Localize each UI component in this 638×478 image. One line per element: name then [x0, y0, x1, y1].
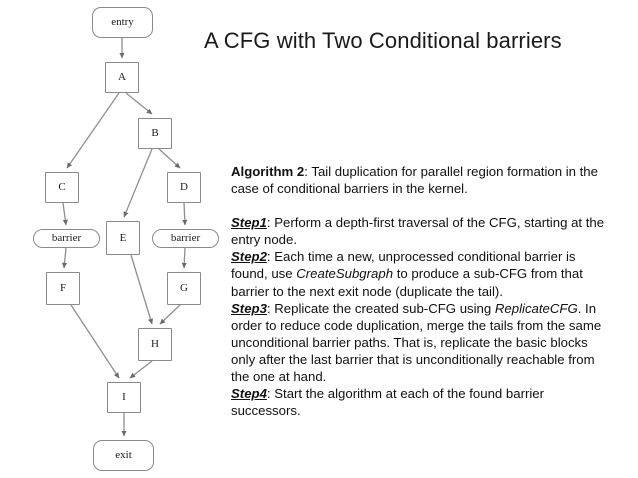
algorithm-step-3: Step3: Replicate the created sub-CFG usi… [231, 300, 609, 385]
edge-C-barrier1 [62, 202, 68, 226]
cfg-node-exit[interactable]: exit [93, 440, 154, 471]
cfg-node-H[interactable]: H [138, 328, 172, 361]
step-2-text-before: Each time a new, unprocessed conditional… [231, 249, 576, 282]
cfg-node-C[interactable]: C [45, 172, 79, 203]
cfg-node-I-label: I [122, 391, 126, 403]
cfg-diagram: entry A B C D barrier E barrier F G H [0, 0, 230, 478]
edge-E-H [130, 254, 153, 325]
cfg-node-entry[interactable]: entry [92, 7, 153, 38]
step-3-label: Step3 [231, 300, 267, 316]
algorithm-heading-rest: : Tail duplication for parallel region f… [231, 164, 598, 197]
edge-F-I [70, 304, 120, 379]
algorithm-step-2: Step2: Each time a new, unprocessed cond… [231, 248, 609, 299]
edge-B-D [158, 148, 181, 169]
step-2-label: Step2 [231, 249, 267, 265]
cfg-node-A-label: A [118, 71, 126, 83]
step-1-text-before: Perform a depth-first traversal of the C… [231, 215, 605, 248]
edge-G-H [159, 304, 181, 325]
cfg-node-D-label: D [180, 181, 188, 193]
edge-A-C [66, 92, 120, 169]
step-2-italic-term: CreateSubgraph [296, 266, 394, 282]
step-4-label: Step4 [231, 386, 267, 402]
cfg-node-E[interactable]: E [106, 221, 140, 255]
edge-A-B [125, 92, 153, 115]
cfg-node-F-label: F [59, 282, 67, 294]
step-2-sep: : [266, 249, 275, 265]
step-4-sep: : [266, 386, 275, 402]
cfg-node-barrier-left-label: barrier [51, 232, 82, 244]
cfg-edges-layer [61, 38, 188, 437]
cfg-node-F[interactable]: F [46, 272, 80, 305]
algorithm-step-4: Step4: Start the algorithm at each of th… [231, 385, 609, 419]
page-title: A CFG with Two Conditional barriers [204, 28, 562, 53]
cfg-node-B-label: B [151, 127, 159, 139]
algorithm-heading-bold: Algorithm 2 [231, 164, 305, 179]
cfg-node-barrier-right-label: barrier [170, 232, 201, 244]
algorithm-description: Algorithm 2: Tail duplication for parall… [231, 163, 609, 419]
cfg-node-I[interactable]: I [107, 382, 141, 413]
cfg-node-G[interactable]: G [167, 272, 201, 305]
step-2-text-after: to produce a sub-CFG from that barrier t… [231, 266, 583, 299]
paragraph-spacer [231, 197, 609, 214]
step-3-sep: : [266, 300, 275, 316]
cfg-node-exit-label: exit [115, 449, 132, 461]
step-1-sep: : [266, 215, 275, 231]
cfg-node-barrier-right[interactable]: barrier [152, 229, 219, 248]
step-3-italic-term: ReplicateCFG [494, 300, 578, 316]
cfg-node-B[interactable]: B [138, 118, 172, 149]
edge-barrier1-F [61, 247, 68, 269]
cfg-node-E-label: E [119, 231, 127, 244]
step-3-text-after: . In order to reduce code duplication, m… [231, 300, 602, 385]
edge-barrier2-G [181, 247, 187, 269]
cfg-node-G-label: G [180, 282, 188, 294]
step-3-text-before: Replicate the created sub-CFG using [274, 300, 495, 316]
algorithm-step-1: Step1: Perform a depth-first traversal o… [231, 214, 609, 248]
cfg-node-A[interactable]: A [105, 62, 139, 93]
cfg-node-C-label: C [58, 181, 66, 193]
edge-D-barrier2 [182, 202, 188, 226]
cfg-node-D[interactable]: D [167, 172, 201, 203]
edge-H-I [129, 360, 153, 379]
cfg-node-H-label: H [151, 338, 159, 350]
algorithm-heading: Algorithm 2: Tail duplication for parall… [231, 163, 609, 197]
cfg-node-barrier-left[interactable]: barrier [33, 229, 100, 248]
step-4-text-before: Start the algorithm at each of the found… [231, 386, 545, 419]
step-1-label: Step1 [231, 215, 267, 231]
edge-B-E [123, 148, 153, 218]
cfg-node-entry-label: entry [111, 16, 134, 28]
